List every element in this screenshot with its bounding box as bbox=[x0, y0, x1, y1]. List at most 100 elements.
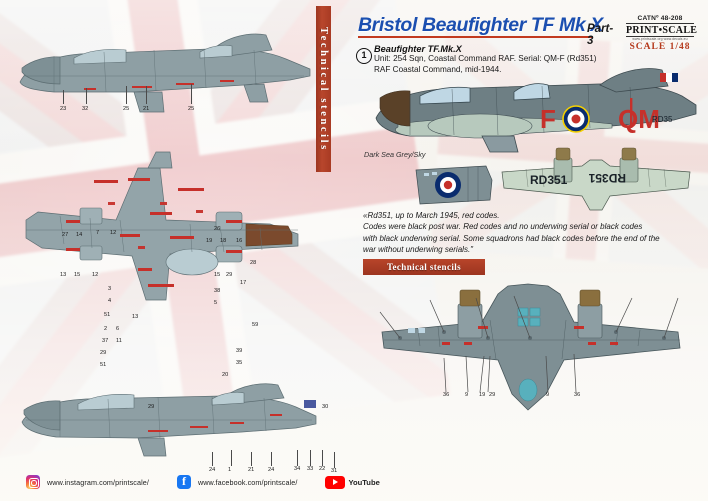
underwing-plan-view: RD351 RD351 bbox=[498, 147, 694, 214]
stencil-number: 25 bbox=[188, 106, 195, 112]
side-view-drawing-top bbox=[14, 26, 314, 121]
underwing-detail-left bbox=[414, 160, 494, 212]
youtube-label: YouTube bbox=[348, 477, 380, 487]
subject-number-badge: 1 bbox=[356, 48, 372, 64]
stencil-number: 16 bbox=[236, 238, 243, 244]
stencil-number: 34 bbox=[294, 466, 301, 472]
underwing-serial-right: RD351 bbox=[588, 171, 626, 185]
stencil-number: 33 bbox=[307, 466, 314, 472]
technical-stencils-banner: Technical stencils bbox=[363, 259, 485, 275]
facebook-icon[interactable] bbox=[176, 474, 191, 489]
colour-profile-side-view: F QM RD35 bbox=[362, 68, 698, 156]
leader-line bbox=[63, 90, 64, 104]
stencil-number: 32 bbox=[82, 106, 89, 112]
stencil-number: 29 bbox=[100, 350, 107, 356]
leader-line bbox=[191, 84, 192, 104]
stencil-number: 12 bbox=[110, 230, 117, 236]
code-letter-f: F bbox=[540, 104, 556, 134]
stencil-number: 29 bbox=[148, 404, 155, 410]
stencil-number: 21 bbox=[248, 467, 255, 473]
code-letters-qm: QM bbox=[618, 104, 660, 134]
stencil-number: 29 bbox=[489, 392, 496, 398]
scale-label: SCALE 1/48 bbox=[629, 41, 691, 52]
youtube-link[interactable]: YouTube bbox=[325, 475, 380, 489]
stencil-number: 14 bbox=[76, 232, 83, 238]
notes-paragraph: «Rd351, up to March 1945, red codes. Cod… bbox=[363, 210, 693, 255]
plan-view-drawing bbox=[20, 150, 310, 350]
stencil-number: 20 bbox=[222, 372, 229, 378]
stencil-number: 25 bbox=[123, 106, 130, 112]
stencil-number: 51 bbox=[104, 312, 111, 318]
stencil-number: 26 bbox=[214, 226, 221, 232]
stencil-number: 39 bbox=[236, 348, 243, 354]
stencil-number: 13 bbox=[132, 314, 139, 320]
instagram-icon[interactable] bbox=[26, 475, 40, 489]
stencil-number: 4 bbox=[108, 298, 112, 304]
stencil-number: 29 bbox=[226, 272, 233, 278]
stencil-number: 36 bbox=[443, 392, 450, 398]
page-title: Bristol Beaufighter TF Mk X bbox=[358, 14, 603, 36]
stencil-number: 17 bbox=[240, 280, 247, 286]
stencil-number: 13 bbox=[60, 272, 67, 278]
leader-line bbox=[297, 450, 298, 466]
leader-line bbox=[251, 452, 252, 466]
facebook-link[interactable]: www.facebook.com/printscale/ bbox=[197, 477, 298, 487]
subject-block: 1 Beaufighter TF.Mk.X Unit: 254 Sqn, Coa… bbox=[356, 44, 674, 76]
footer-social-links: www.instagram.com/printscale/ www.facebo… bbox=[0, 471, 708, 493]
stencil-number: 6 bbox=[116, 326, 120, 332]
stencil-number: 35 bbox=[236, 360, 243, 366]
stencil-number: 37 bbox=[102, 338, 109, 344]
leader-line bbox=[322, 450, 323, 466]
catalog-box: CATNº 48-208 PRINT•SCALE www.printscale.… bbox=[626, 15, 698, 52]
notes-line-4: war without underwing serials." bbox=[363, 245, 473, 255]
instagram-link[interactable]: www.instagram.com/printscale/ bbox=[47, 477, 149, 487]
stencil-number: 19 bbox=[479, 392, 486, 398]
stencil-number: 18 bbox=[220, 238, 227, 244]
vertical-technical-stencils-strip: Technical stencils bbox=[316, 6, 331, 172]
leader-line bbox=[310, 450, 311, 466]
stencil-number: 15 bbox=[74, 272, 81, 278]
subject-command-line: RAF Coastal Command, mid-1944. bbox=[374, 64, 502, 74]
stencil-number: 12 bbox=[92, 272, 99, 278]
camouflage-caption: Dark Sea Grey/Sky bbox=[364, 150, 426, 159]
title-underline bbox=[358, 36, 593, 38]
leader-line bbox=[334, 452, 335, 468]
notes-line-1: «Rd351, up to March 1945, red codes. bbox=[363, 211, 500, 220]
stencil-number: 22 bbox=[319, 466, 326, 472]
brand-website: www.printscale.org www.decals.eu bbox=[632, 37, 688, 41]
stencil-number: 24 bbox=[209, 467, 216, 473]
stencil-number: 23 bbox=[60, 106, 67, 112]
notes-line-2: Codes were black post war. Red codes and… bbox=[363, 222, 643, 232]
leader-line bbox=[86, 88, 87, 104]
part-label: Part-3 bbox=[587, 23, 614, 47]
stencil-number: 2 bbox=[104, 326, 108, 332]
stencil-number: 3 bbox=[108, 286, 112, 292]
leader-line bbox=[126, 86, 127, 104]
leader-line bbox=[271, 452, 272, 466]
stencil-number: 36 bbox=[574, 392, 581, 398]
stencil-number: 27 bbox=[62, 232, 69, 238]
stencil-number: 24 bbox=[268, 467, 275, 473]
brand-logo: PRINT•SCALE bbox=[626, 25, 698, 37]
fuselage-serial: RD35 bbox=[652, 115, 673, 124]
youtube-icon[interactable] bbox=[325, 475, 346, 489]
side-view-drawing-bottom bbox=[16, 382, 321, 462]
leader-line bbox=[231, 450, 232, 466]
stencil-number: 9 bbox=[465, 392, 469, 398]
stencil-number: 1 bbox=[228, 467, 232, 473]
stencil-number: 51 bbox=[100, 362, 107, 368]
stencil-number: 7 bbox=[96, 230, 100, 236]
stencil-number: 31 bbox=[331, 468, 338, 474]
stencil-number: 28 bbox=[250, 260, 257, 266]
plan-view-drawing-right bbox=[378, 282, 688, 412]
notes-line-3: with black underwing serial. Some squadr… bbox=[363, 233, 660, 243]
leader-line bbox=[212, 452, 213, 466]
stencil-number: 59 bbox=[252, 322, 259, 328]
banner-label: Technical stencils bbox=[386, 262, 462, 272]
sheet-header: Bristol Beaufighter TF Mk X Part-3 bbox=[358, 14, 616, 47]
stencil-number: 38 bbox=[214, 288, 221, 294]
leader-line bbox=[146, 86, 147, 104]
subject-unit-line: Unit: 254 Sqn, Coastal Command RAF. Seri… bbox=[374, 54, 597, 63]
stencil-number: 30 bbox=[322, 404, 329, 410]
